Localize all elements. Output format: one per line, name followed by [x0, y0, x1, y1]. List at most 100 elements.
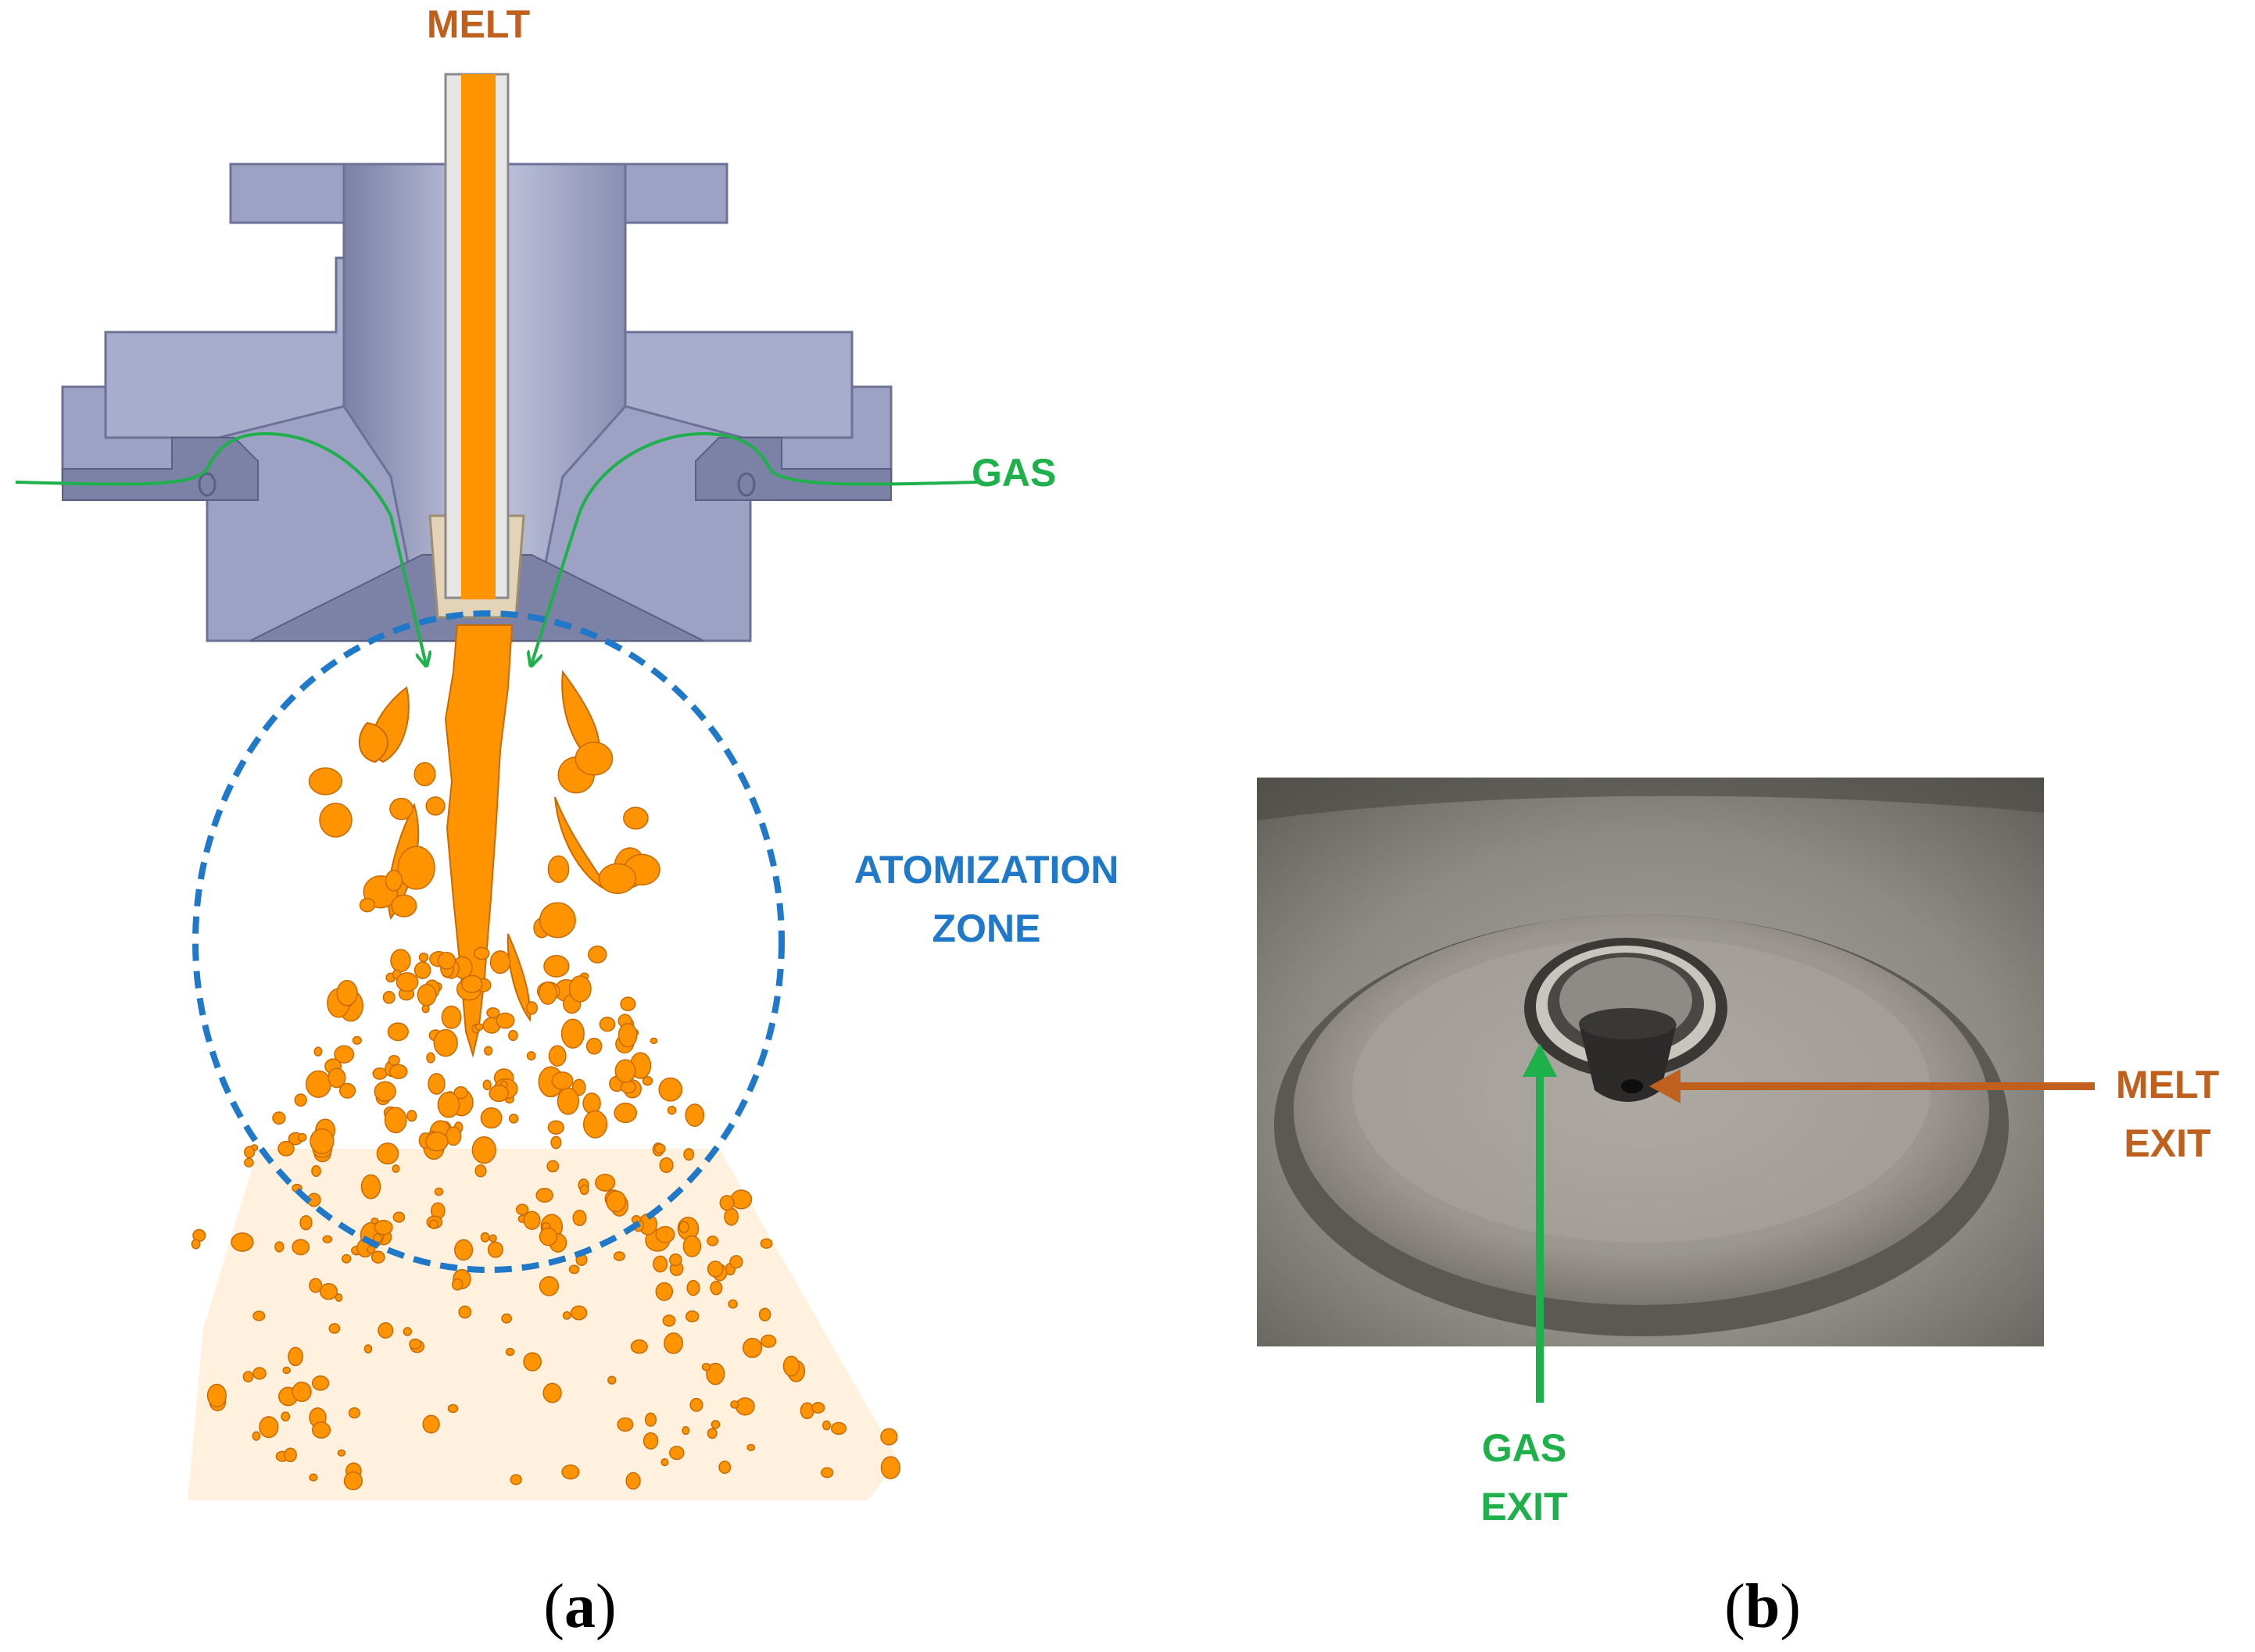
- droplet: [417, 984, 437, 1007]
- droplet: [505, 1347, 515, 1357]
- droplet: [579, 1184, 589, 1196]
- droplet: [334, 1045, 355, 1064]
- droplet: [574, 742, 614, 776]
- droplet: [728, 1299, 738, 1309]
- droplet: [515, 1203, 529, 1216]
- droplet: [655, 1225, 675, 1243]
- droplet: [297, 1132, 307, 1142]
- droplet: [730, 1400, 739, 1409]
- droplet: [452, 1278, 464, 1291]
- droplet: [489, 950, 511, 974]
- droplet: [539, 1227, 558, 1246]
- droplet: [406, 1110, 417, 1122]
- droplet: [582, 1110, 608, 1139]
- droplet: [707, 1235, 719, 1246]
- droplet: [425, 1132, 449, 1152]
- droplet: [830, 1421, 847, 1436]
- droplet: [617, 1022, 638, 1048]
- droplet: [308, 767, 343, 796]
- droplet: [614, 1103, 638, 1124]
- droplet: [447, 1403, 459, 1414]
- droplet: [434, 1187, 444, 1196]
- droplet: [811, 1401, 825, 1414]
- droplet: [299, 1215, 313, 1231]
- droplet: [617, 1417, 634, 1432]
- gas-label: GAS: [972, 451, 1056, 495]
- droplet: [669, 1446, 685, 1461]
- panel-b: MELT EXIT GAS EXIT (b): [1257, 778, 2219, 1641]
- gas-exit-arrowhead: [1523, 1043, 1557, 1077]
- droplet: [655, 1282, 674, 1301]
- droplet: [508, 1029, 518, 1042]
- droplet: [523, 1352, 542, 1371]
- bolt-hole-right: [737, 472, 756, 497]
- droplet: [568, 1264, 580, 1275]
- nozzle-left-upper: [104, 256, 345, 439]
- droplet: [642, 1432, 659, 1450]
- droplet: [486, 1007, 500, 1019]
- atomization-zone-outline: [192, 610, 785, 1273]
- droplet: [359, 897, 376, 913]
- droplet: [460, 974, 483, 993]
- droplet: [599, 1017, 616, 1032]
- zone-label-line2: ZONE: [932, 906, 1041, 950]
- droplet: [510, 1474, 522, 1486]
- melt-exit-arrowhead: [1649, 1069, 1681, 1103]
- droplet: [501, 1313, 513, 1324]
- melt-exit-label-line1: MELT: [2116, 1063, 2219, 1107]
- droplet: [337, 1449, 346, 1457]
- droplet: [746, 1443, 756, 1451]
- droplet: [309, 1473, 318, 1482]
- droplet: [542, 1382, 562, 1403]
- droplet: [630, 1339, 648, 1354]
- droplet: [437, 1091, 460, 1118]
- droplet: [389, 797, 413, 821]
- droplet: [526, 1051, 536, 1061]
- droplet: [623, 806, 649, 830]
- droplet: [272, 1111, 286, 1125]
- droplet: [685, 1310, 700, 1323]
- droplet: [547, 855, 570, 883]
- droplet: [319, 1282, 338, 1300]
- droplet: [607, 1375, 617, 1385]
- droplet: [244, 1157, 254, 1167]
- droplet: [686, 1279, 700, 1296]
- droplet: [396, 972, 419, 992]
- nozzle-right-upper: [624, 258, 854, 439]
- droplet: [588, 946, 607, 964]
- droplet: [644, 1412, 657, 1427]
- droplet: [664, 1332, 684, 1354]
- droplet: [667, 1105, 677, 1115]
- droplet: [397, 846, 435, 890]
- droplet: [335, 1293, 343, 1302]
- droplet: [281, 1411, 291, 1421]
- droplet: [570, 1305, 588, 1321]
- droplet: [658, 1077, 683, 1102]
- droplet: [562, 1311, 571, 1320]
- droplet: [760, 1238, 773, 1249]
- droplet: [653, 1143, 666, 1154]
- droplet: [535, 1188, 553, 1203]
- droplet: [425, 796, 446, 816]
- droplet: [259, 1416, 279, 1439]
- droplet: [292, 1381, 312, 1403]
- droplet: [231, 1232, 254, 1252]
- droplet: [274, 1241, 285, 1253]
- droplet: [252, 1311, 266, 1321]
- droplet: [382, 991, 396, 1004]
- droplet: [426, 1052, 435, 1064]
- droplet: [550, 1135, 562, 1150]
- droplet: [385, 870, 403, 892]
- droplet: [595, 1173, 616, 1192]
- droplet: [391, 894, 417, 917]
- melt-label: MELT: [427, 2, 530, 46]
- droplet: [392, 1164, 400, 1173]
- droplet: [620, 996, 636, 1012]
- droplet: [480, 1232, 490, 1243]
- droplet: [822, 1420, 831, 1431]
- droplet: [336, 980, 358, 1007]
- droplet: [642, 1076, 653, 1086]
- droplet: [310, 1128, 335, 1155]
- gas-exit-label-line1: GAS: [1482, 1426, 1566, 1470]
- droplet: [244, 1146, 256, 1159]
